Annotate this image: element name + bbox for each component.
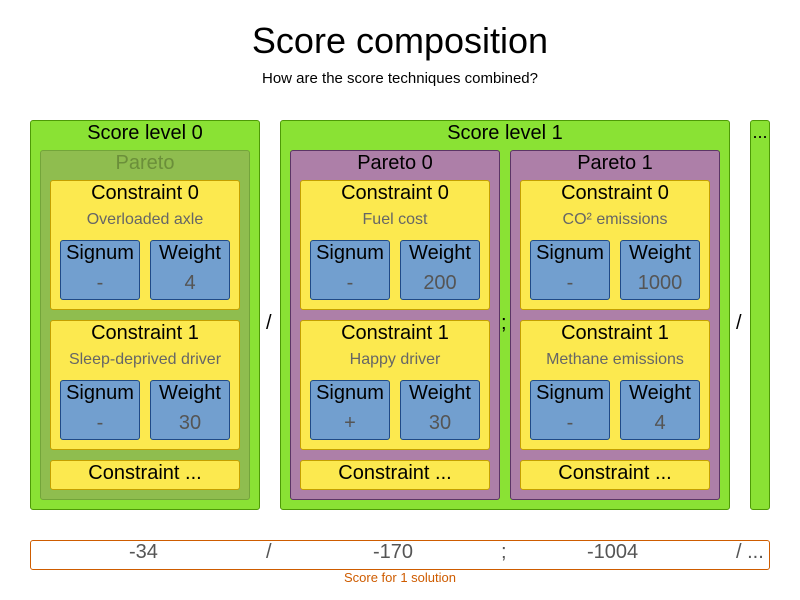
constraint-name: Overloaded axle — [86, 211, 204, 228]
score-value-level-0: -34 — [129, 541, 158, 563]
constraint-name: Sleep-deprived driver — [68, 351, 222, 368]
weight-box: Weight 200 — [400, 240, 480, 300]
pareto-label: Pareto — [115, 152, 175, 174]
score-caption: Score for 1 solution — [343, 570, 456, 585]
weight-label: Weight — [629, 242, 691, 264]
weight-box: Weight 30 — [400, 380, 480, 440]
weight-label: Weight — [629, 382, 691, 404]
constraint-more-label: Constraint ... — [88, 462, 202, 484]
constraint-title: Constraint 1 — [341, 322, 449, 344]
signum-label: Signum — [536, 382, 604, 404]
weight-value: 200 — [423, 272, 457, 294]
signum-box: Signum + — [310, 380, 390, 440]
signum-box: Signum - — [310, 240, 390, 300]
constraint-title: Constraint 0 — [341, 182, 449, 204]
weight-label: Weight — [409, 242, 471, 264]
weight-box: Weight 1000 — [620, 240, 700, 300]
signum-label: Signum — [66, 242, 134, 264]
weight-value: 4 — [654, 412, 666, 434]
signum-label: Signum — [316, 382, 384, 404]
constraint-name: Methane emissions — [546, 351, 684, 368]
weight-label: Weight — [159, 382, 221, 404]
signum-value: - — [96, 272, 104, 294]
signum-label: Signum — [536, 242, 604, 264]
weight-label: Weight — [159, 242, 221, 264]
score-level-more: ... — [750, 120, 770, 510]
weight-box: Weight 4 — [150, 240, 230, 300]
signum-box: Signum - — [530, 240, 610, 300]
constraint-more-box: Constraint ... — [520, 460, 710, 490]
score-separator: / — [266, 541, 272, 563]
score-level-label: Score level 0 — [87, 122, 203, 144]
pareto-separator: ; — [501, 312, 507, 334]
weight-value: 30 — [178, 412, 202, 434]
signum-box: Signum - — [60, 380, 140, 440]
signum-label: Signum — [66, 382, 134, 404]
signum-label: Signum — [316, 242, 384, 264]
score-bar — [30, 540, 770, 570]
constraint-more-box: Constraint ... — [300, 460, 490, 490]
weight-value: 30 — [428, 412, 452, 434]
constraint-title: Constraint 0 — [561, 182, 669, 204]
weight-box: Weight 4 — [620, 380, 700, 440]
constraint-title: Constraint 0 — [91, 182, 199, 204]
score-level-more-label: ... — [752, 122, 768, 142]
level-separator: / — [266, 312, 272, 334]
constraint-title: Constraint 1 — [91, 322, 199, 344]
constraint-more-label: Constraint ... — [338, 462, 452, 484]
weight-label: Weight — [409, 382, 471, 404]
score-separator-more: / ... — [736, 541, 764, 563]
constraint-name: Fuel cost — [362, 211, 428, 228]
score-level-label: Score level 1 — [447, 122, 563, 144]
weight-value: 4 — [184, 272, 196, 294]
score-value-pareto-0: -170 — [373, 541, 414, 563]
constraint-more-box: Constraint ... — [50, 460, 240, 490]
signum-value: - — [96, 412, 104, 434]
signum-box: Signum - — [530, 380, 610, 440]
constraint-name: CO² emissions — [562, 211, 668, 228]
constraint-title: Constraint 1 — [561, 322, 669, 344]
signum-value: - — [566, 412, 574, 434]
pareto-label: Pareto 1 — [577, 152, 653, 174]
weight-value: 1000 — [637, 272, 683, 294]
constraint-more-label: Constraint ... — [558, 462, 672, 484]
score-separator: ; — [501, 541, 507, 563]
pareto-label: Pareto 0 — [357, 152, 433, 174]
signum-box: Signum - — [60, 240, 140, 300]
diagram-title: Score composition — [251, 20, 549, 61]
score-value-pareto-1: -1004 — [587, 541, 639, 563]
constraint-name: Happy driver — [349, 351, 441, 368]
weight-box: Weight 30 — [150, 380, 230, 440]
diagram-subtitle: How are the score techniques combined? — [262, 70, 538, 87]
signum-value: - — [346, 272, 354, 294]
signum-value: + — [344, 412, 356, 434]
level-separator: / — [736, 312, 742, 334]
signum-value: - — [566, 272, 574, 294]
